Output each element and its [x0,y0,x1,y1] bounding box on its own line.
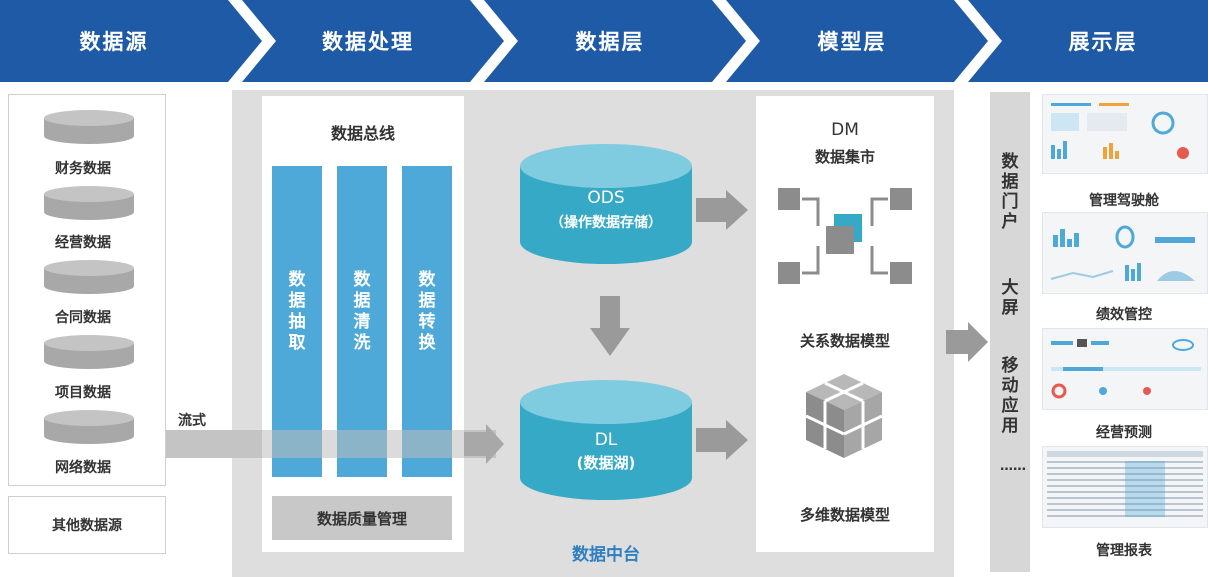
relational-model-icon [778,188,912,284]
ods-subtitle: （操作数据存储） [550,215,662,231]
dashboard-thumbnail [1042,94,1208,174]
dl-database-icon [520,380,692,500]
stage-chevron: 数据处理 [242,0,504,82]
stage-label: 数据层 [575,30,645,54]
stage-chevron: 模型层 [726,0,988,82]
flow-band-overlay [262,430,464,458]
report-table-preview-icon [1047,451,1203,517]
arrow-right-icon [696,190,748,230]
stage-label: 展示层 [1068,30,1138,54]
transform-bar: 数据转换 [402,166,452,477]
model-panel [756,96,934,552]
data-bus-title: 数据总线 [330,124,395,143]
display-item-label: 管理驾驶舱 [1089,193,1159,209]
stage-chevron: 展示层 [968,0,1208,82]
dm-title: DM [831,120,859,140]
display-item-label: 管理报表 [1096,543,1152,559]
dl-title: DL [594,430,618,450]
extract-label: 数据抽取 [288,270,306,353]
other-source-box: 其他数据源 [8,496,166,554]
database-icon [44,186,134,220]
ods-database-icon [520,144,692,264]
arrow-right-icon [464,424,504,464]
display-item-label: 绩效管控 [1096,307,1152,323]
dm-subtitle: 数据集市 [814,148,875,166]
source-item: 经营数据 [55,235,111,251]
performance-preview-icon [1050,225,1195,281]
portal-column: 数据门户 大屏 移动应用 …… [990,92,1030,572]
database-icon [44,335,134,369]
display-item-label: 经营预测 [1096,425,1152,441]
ods-title: ODS [587,188,625,208]
source-item: 财务数据 [55,161,111,177]
arrow-right-icon [946,322,988,362]
portal-mobile-label: 移动应用 [1001,356,1019,436]
clean-bar: 数据清洗 [337,166,387,477]
multidim-model-label: 多维数据模型 [799,506,890,524]
report-thumbnail [1042,446,1208,528]
transform-label: 数据转换 [418,270,436,353]
arrow-right-icon [696,420,748,460]
performance-thumbnail [1042,212,1208,294]
quality-box: 数据质量管理 [272,496,452,540]
flow-label: 流式 [178,413,206,429]
database-icon [44,110,134,144]
clean-label: 数据清洗 [353,270,371,353]
quality-label: 数据质量管理 [316,509,407,528]
extract-bar: 数据抽取 [272,166,322,477]
forecast-thumbnail [1042,328,1208,410]
stage-label: 数据处理 [322,30,414,54]
portal-more-label: …… [1000,459,1026,474]
arrow-down-icon [590,296,630,356]
relational-model-label: 关系数据模型 [799,332,890,350]
dashboard-preview-icon [1051,103,1189,159]
stage-label: 模型层 [817,30,887,54]
portal-data-label: 数据门户 [1001,152,1019,232]
database-icon [44,410,134,444]
stage-chevron: 数据层 [484,0,746,82]
platform-label: 数据中台 [572,545,640,565]
forecast-preview-icon [1051,339,1201,399]
dl-subtitle: (数据湖) [576,454,636,472]
stage-chevron: 数据源 [0,0,262,82]
source-item: 项目数据 [55,385,111,401]
other-source-label: 其他数据源 [52,518,122,534]
portal-screen-label: 大屏 [1001,278,1019,318]
multidim-cube-icon [805,374,883,458]
database-icon [44,260,134,294]
source-item: 合同数据 [55,310,111,326]
source-item: 网络数据 [55,460,111,476]
stage-label: 数据源 [79,30,149,54]
